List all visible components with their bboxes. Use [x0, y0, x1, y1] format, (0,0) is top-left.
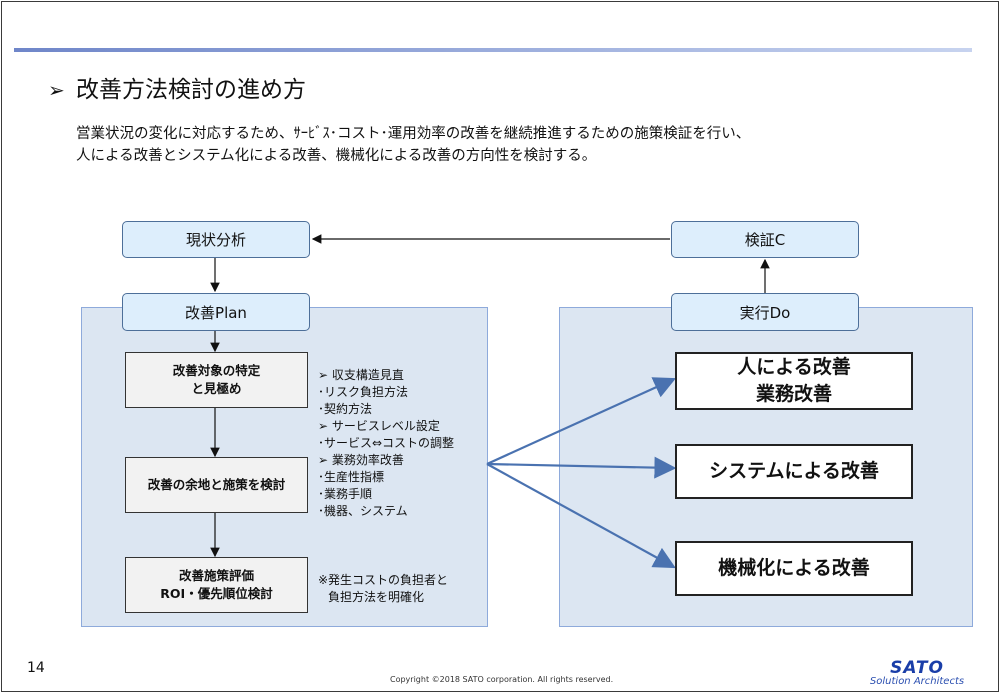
result-human-improvement: 人による改善 業務改善	[675, 352, 913, 410]
logo-brand: SATO	[890, 658, 944, 678]
company-logo: SATO Solution Architects	[862, 658, 972, 687]
arrow-to-human	[486, 377, 677, 466]
stage-do: 実行Do	[671, 293, 859, 331]
stage-verification: 検証C	[671, 221, 859, 258]
note-item: ➢ サービスレベル設定	[318, 419, 440, 433]
stage-plan: 改善Plan	[122, 293, 310, 331]
note-item: ･業務手順	[318, 487, 373, 501]
slide-title: ➢改善方法検討の進め方	[48, 77, 306, 103]
note-item: ･機器、システム	[318, 504, 408, 518]
result-system-improvement: システムによる改善	[675, 444, 913, 499]
intro-line-2: 人による改善とシステム化による改善、機械化による改善の方向性を検討する。	[76, 148, 597, 164]
considerations-list: ➢ 収支構造見直 ･リスク負担方法 ･契約方法 ➢ サービスレベル設定 ･サービ…	[318, 367, 454, 520]
arrow-to-machine	[486, 463, 676, 569]
logo-tagline: Solution Architects	[869, 676, 965, 687]
arrow-to-system	[486, 456, 677, 479]
note-item: ➢ 収支構造見直	[318, 368, 404, 382]
note-item: ･契約方法	[318, 402, 373, 416]
result-machine-improvement: 機械化による改善	[675, 541, 913, 596]
step-evaluate-measures: 改善施策評価 ROI・優先順位検討	[125, 557, 308, 613]
stage-current-analysis: 現状分析	[122, 221, 310, 258]
intro-text: 営業状況の変化に対応するため、ｻｰﾋﾞｽ･コスト･運用効率の改善を継続推進するた…	[76, 123, 750, 167]
page-number: 14	[27, 660, 45, 676]
step-identify-target: 改善対象の特定 と見極め	[125, 352, 308, 408]
cost-remark: ※発生コストの負担者と 負担方法を明確化	[318, 573, 449, 604]
arrow-bullet-icon: ➢	[48, 78, 65, 102]
header-rule	[14, 48, 972, 52]
copyright-notice: Copyright ©2018 SATO corporation. All ri…	[390, 675, 614, 684]
intro-line-1: 営業状況の変化に対応するため、ｻｰﾋﾞｽ･コスト･運用効率の改善を継続推進するた…	[76, 126, 751, 142]
note-item: ･リスク負担方法	[318, 385, 409, 399]
note-item: ➢ 業務効率改善	[318, 453, 404, 467]
note-item: ･サービス⇔コストの調整	[318, 436, 455, 450]
note-item: ･生産性指標	[318, 470, 385, 484]
step-consider-measures: 改善の余地と施策を検討	[125, 457, 308, 513]
